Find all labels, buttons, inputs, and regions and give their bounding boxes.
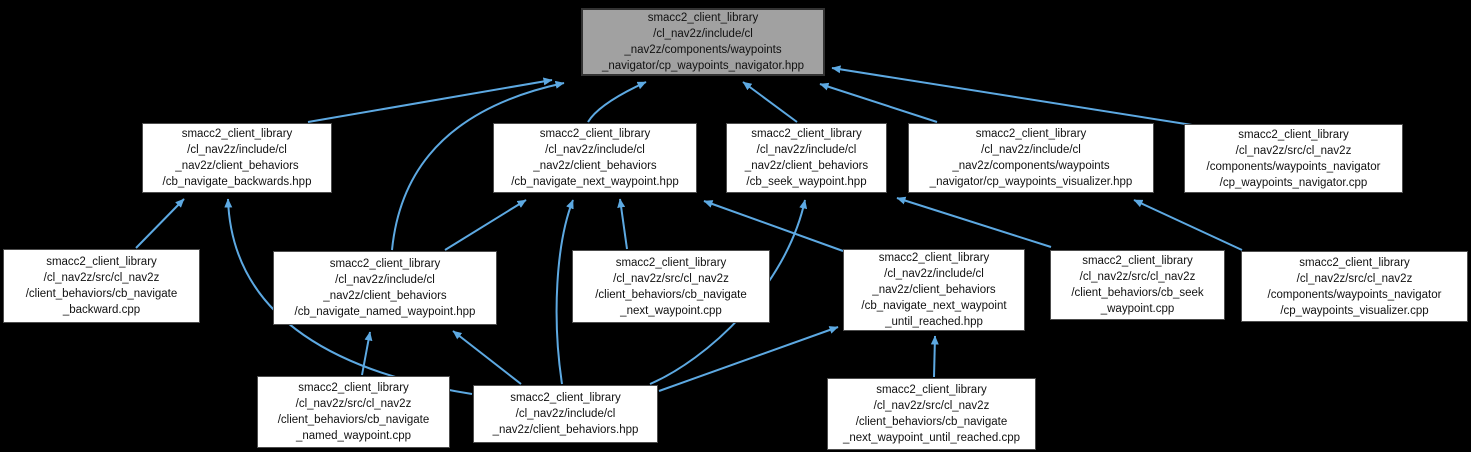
edge-seek_waypoint_hpp-to-navigator_hpp: [742, 81, 798, 123]
edge-client_behaviors_hpp-to-next_waypoint_hpp: [555, 199, 574, 385]
node-cb_navigate_named_waypoint_hpp[interactable]: smacc2_client_library /cl_nav2z/include/…: [273, 251, 497, 325]
node-cb_navigate_named_waypoint_cpp[interactable]: smacc2_client_library /cl_nav2z/src/cl_n…: [257, 376, 450, 448]
edge-visualizer_hpp-to-navigator_hpp: [819, 82, 938, 123]
node-cp_waypoints_visualizer_cpp[interactable]: smacc2_client_library /cl_nav2z/src/cl_n…: [1241, 251, 1468, 322]
edge-named_waypoint_hpp-to-navigator_hpp: [391, 80, 565, 251]
node-cb_navigate_next_waypoint_until_reached_hpp[interactable]: smacc2_client_library /cl_nav2z/include/…: [843, 249, 1025, 331]
edge-navigator_cpp-to-navigator_hpp: [831, 65, 1193, 126]
edge-named_waypoint_cpp-to-named_waypoint_hpp: [361, 331, 373, 376]
edge-client_behaviors_hpp-to-named_waypoint_hpp: [452, 330, 522, 385]
edge-next_waypoint_cpp-to-next_waypoint_hpp: [617, 198, 628, 250]
node-cb_navigate_next_waypoint_cpp[interactable]: smacc2_client_library /cl_nav2z/src/cl_n…: [572, 250, 770, 323]
edge-named_waypoint_hpp-to-next_waypoint_hpp: [444, 199, 527, 251]
node-cb_navigate_backwards_hpp[interactable]: smacc2_client_library /cl_nav2z/include/…: [142, 123, 332, 193]
node-cp_waypoints_visualizer_hpp[interactable]: smacc2_client_library /cl_nav2z/include/…: [908, 123, 1154, 193]
node-cb_navigate_backward_cpp[interactable]: smacc2_client_library /cl_nav2z/src/cl_n…: [3, 249, 200, 323]
edge-backwards_hpp-to-navigator_hpp: [307, 77, 553, 123]
node-cb_seek_waypoint_cpp[interactable]: smacc2_client_library /cl_nav2z/src/cl_n…: [1050, 250, 1225, 320]
edge-next_waypoint_hpp-to-navigator_hpp: [587, 81, 647, 123]
node-cb_navigate_next_waypoint_hpp[interactable]: smacc2_client_library /cl_nav2z/include/…: [493, 123, 697, 193]
node-cb_navigate_next_waypoint_until_reached_cpp[interactable]: smacc2_client_library /cl_nav2z/src/cl_n…: [827, 378, 1036, 450]
edge-until_reached_cpp-to-until_reached_hpp: [930, 335, 939, 378]
edge-client_behaviors_hpp-to-until_reached_hpp: [658, 326, 839, 392]
edge-seek_waypoint_cpp-to-seek_waypoint_hpp: [896, 196, 1052, 248]
edge-visualizer_cpp-to-visualizer_hpp: [1133, 199, 1243, 251]
edge-until_reached_hpp-to-next_waypoint_hpp: [703, 200, 844, 252]
node-cp_waypoints_navigator_hpp[interactable]: smacc2_client_library /cl_nav2z/include/…: [581, 8, 825, 76]
edge-backward_cpp-to-backwards_hpp: [135, 198, 185, 249]
node-cp_waypoints_navigator_cpp[interactable]: smacc2_client_library /cl_nav2z/src/cl_n…: [1184, 124, 1403, 193]
node-cb_seek_waypoint_hpp[interactable]: smacc2_client_library /cl_nav2z/include/…: [726, 123, 887, 193]
node-client_behaviors_hpp[interactable]: smacc2_client_library /cl_nav2z/include/…: [473, 385, 658, 443]
